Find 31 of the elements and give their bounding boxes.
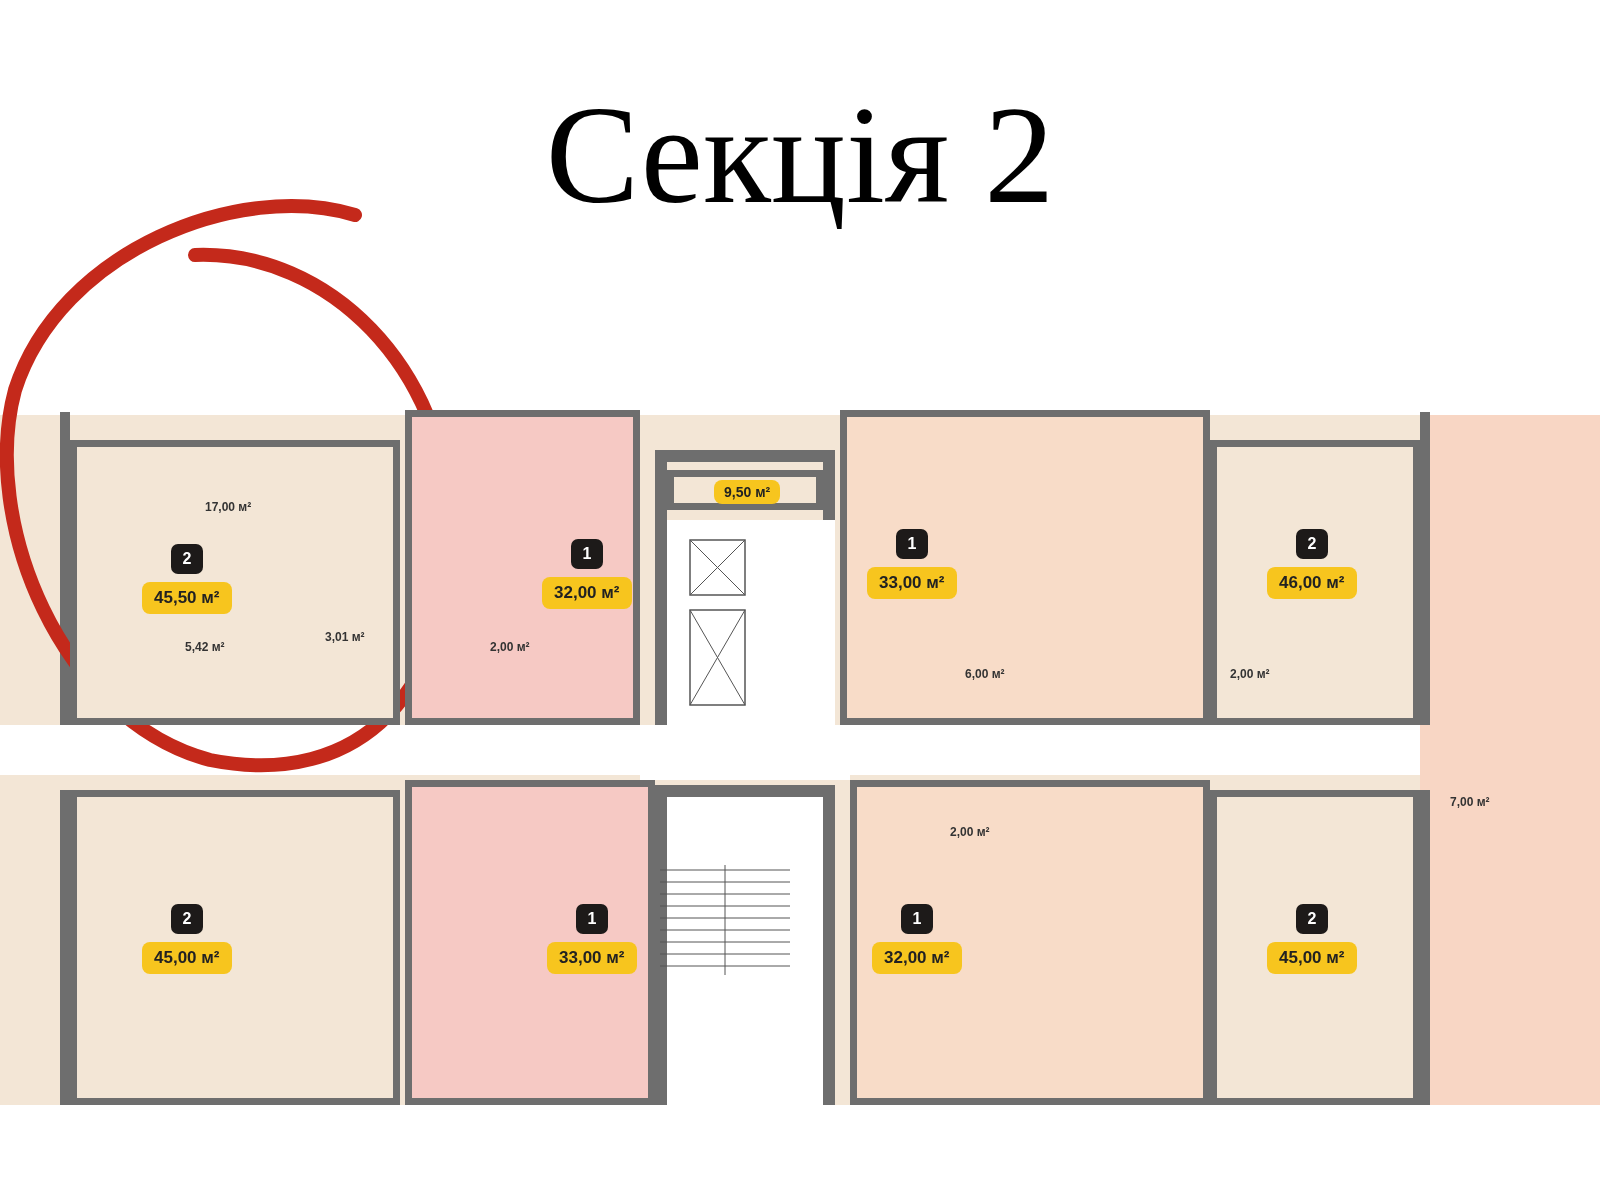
room-count-badge: 2	[171, 544, 203, 574]
area-badge: 46,00 м²	[1267, 567, 1357, 599]
area-badge: 32,00 м²	[542, 577, 632, 609]
room-count-badge: 1	[896, 529, 928, 559]
area-badge: 45,00 м²	[1267, 942, 1357, 974]
apartment-area	[70, 440, 400, 725]
room-area-label: 17,00 м²	[205, 500, 252, 514]
room-area-label: 5,42 м²	[185, 640, 225, 654]
room-area-label: 7,00 м²	[1450, 795, 1490, 809]
room-area-label: 6,00 м²	[965, 667, 1005, 681]
room-count-badge: 2	[1296, 529, 1328, 559]
room-count-badge: 1	[576, 904, 608, 934]
room-count-badge: 1	[901, 904, 933, 934]
apartment-area	[405, 780, 655, 1105]
room-area-label: 3,01 м²	[325, 630, 365, 644]
area-badge: 32,00 м²	[872, 942, 962, 974]
apartment-area	[850, 780, 1210, 1105]
area-badge: 33,00 м²	[547, 942, 637, 974]
room-area-label: 2,00 м²	[1230, 667, 1270, 681]
area-badge: 45,50 м²	[142, 582, 232, 614]
apartment-area	[840, 410, 1210, 725]
room-area-label: 2,00 м²	[950, 825, 990, 839]
room-count-badge: 2	[171, 904, 203, 934]
area-badge: 9,50 м²	[714, 480, 781, 504]
apartment-area	[405, 410, 640, 725]
room-count-badge: 1	[571, 539, 603, 569]
area-badge: 45,00 м²	[142, 942, 232, 974]
area-badge: 33,00 м²	[867, 567, 957, 599]
room-area-label: 2,00 м²	[490, 640, 530, 654]
apartment-area	[70, 790, 400, 1105]
room-count-badge: 2	[1296, 904, 1328, 934]
